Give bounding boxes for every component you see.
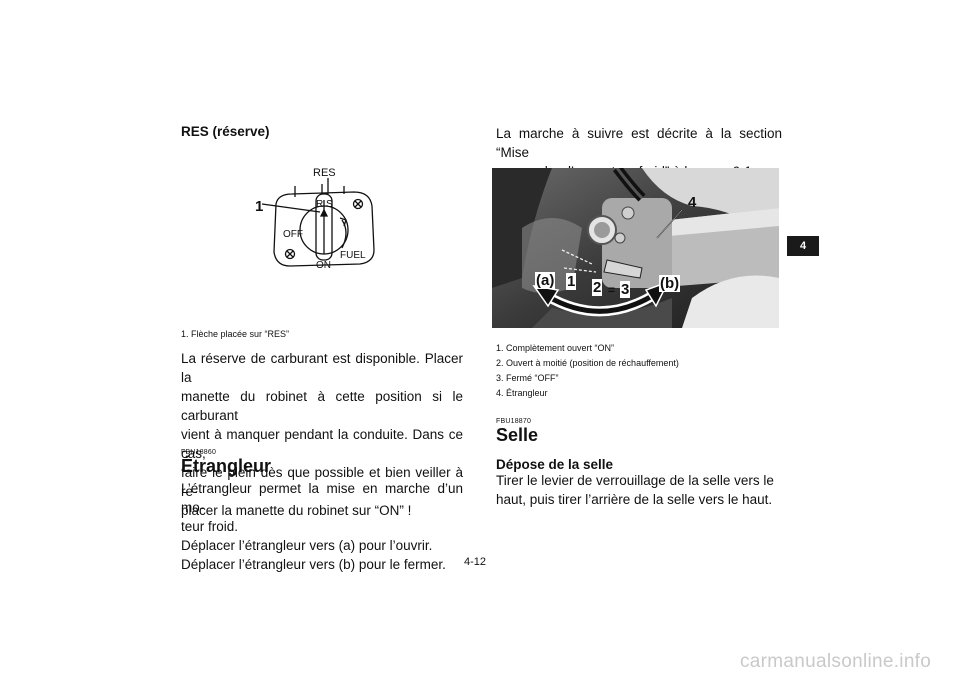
res-paragraph: La réserve de carburant est disponible. … (181, 349, 463, 520)
valve-callout-1: 1 (255, 198, 264, 215)
valve-caption: 1. Flèche placée sur “RES” (181, 329, 290, 339)
photo-label-4: 4 (688, 194, 697, 211)
seat-line: haut, puis tirer l’arrière de la selle v… (496, 492, 773, 507)
photo-caption: 4. Étrangleur (496, 388, 548, 398)
choke-line: L’étrangleur permet la mise en marche d’… (181, 481, 463, 515)
watermark: carmanualsonline.info (740, 651, 932, 672)
seat-line: Tirer le levier de verrouillage de la se… (496, 473, 774, 488)
res-line: La réserve de carburant est disponible. … (181, 351, 463, 385)
photo-caption: 3. Fermé “OFF” (496, 373, 559, 383)
fuel-valve-diagram (261, 178, 375, 267)
valve-label-on: ON (316, 260, 331, 271)
photo-label-b: (b) (659, 275, 681, 292)
valve-label-res-top: RES (313, 167, 336, 179)
choke-line: teur froid. (181, 519, 239, 534)
photo-label-1: 1 (566, 273, 577, 290)
photo-captions: 1. Complètement ouvert “ON” 2. Ouvert à … (496, 341, 786, 401)
valve-label-res-inner: R S (316, 199, 333, 210)
res-line: placer la manette du robinet sur “ON” ! (181, 503, 412, 518)
chapter-tab: 4 (787, 236, 819, 256)
valve-label-off: OFF (283, 229, 303, 240)
choke-paragraph: L’étrangleur permet la mise en marche d’… (181, 479, 463, 574)
intro-line: La marche à suivre est décrite à la sect… (496, 126, 782, 160)
res-line: manette du robinet à cette position si l… (181, 389, 463, 423)
photo-caption: 1. Complètement ouvert “ON” (496, 343, 615, 353)
valve-label-fuel: FUEL (340, 250, 366, 261)
res-line: vient à manquer pendant la conduite. Dan… (181, 427, 463, 461)
res-heading: RES (réserve) (181, 124, 270, 139)
photo-label-3: 3 (620, 281, 631, 298)
page-number: 4-12 (464, 556, 487, 568)
photo-label-eq: = (608, 283, 616, 297)
photo-label-a: (a) (535, 272, 556, 289)
seat-code: FBU18870 (496, 418, 532, 425)
choke-code: FBU18860 (181, 449, 217, 456)
res-line: faire le plein dès que possible et bien … (181, 465, 463, 499)
choke-line: Déplacer l’étrangleur vers (b) pour le f… (181, 557, 446, 572)
photo-caption: 2. Ouvert à moitié (position de réchauff… (496, 358, 679, 368)
seat-paragraph: Tirer le levier de verrouillage de la se… (496, 471, 782, 509)
seat-title: Selle (496, 425, 539, 445)
choke-photo (492, 168, 779, 328)
choke-line: Déplacer l’étrangleur vers (a) pour l’ou… (181, 538, 433, 553)
photo-label-2: 2 (592, 279, 603, 296)
choke-title: Étrangleur (181, 456, 272, 476)
seat-subheading: Dépose de la selle (496, 457, 614, 472)
